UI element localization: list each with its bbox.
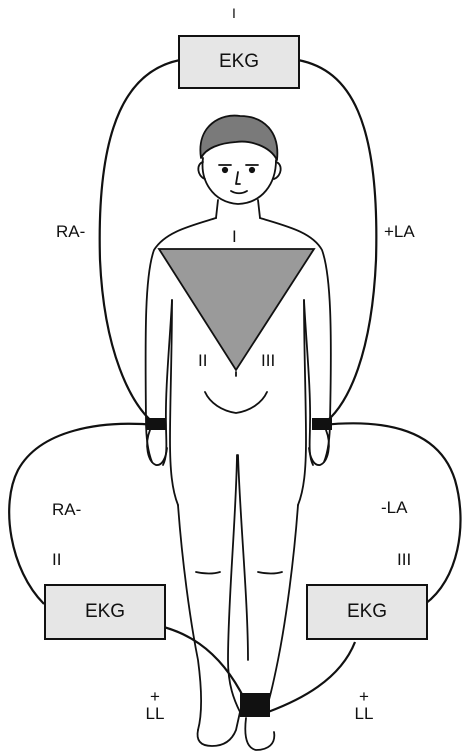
human-figure xyxy=(146,116,331,750)
ekg-box-top-label: EKG xyxy=(219,51,259,73)
ll-left-text: LL xyxy=(140,705,170,722)
ll-right-label: + LL xyxy=(349,688,379,722)
lead-III-number-label: III xyxy=(397,551,411,568)
top-lead-mark: I xyxy=(232,6,236,20)
triangle-label-II: II xyxy=(198,352,207,369)
ll-right-text: LL xyxy=(349,705,379,722)
electrode-left-arm xyxy=(312,418,332,430)
electrode-right-arm xyxy=(146,418,166,430)
lead-III-cable-to-ll xyxy=(268,642,355,712)
lead-I-cable-loop xyxy=(100,60,377,425)
lead-III-la-label: -LA xyxy=(381,499,407,516)
left-leg xyxy=(178,505,201,730)
einthoven-triangle xyxy=(159,249,314,370)
ll-left-plus: + xyxy=(140,688,170,705)
triangle-label-III: III xyxy=(261,352,275,369)
electrode-left-leg xyxy=(240,693,270,717)
head xyxy=(203,158,276,204)
lead-II-cable-loop xyxy=(9,424,156,604)
ekg-box-bottom-right: EKG xyxy=(306,584,428,640)
lead-II-ra-label: RA- xyxy=(52,501,81,518)
triangle-label-I: I xyxy=(232,228,237,245)
right-leg xyxy=(265,505,298,712)
ekg-box-bottom-left: EKG xyxy=(44,584,166,640)
hair xyxy=(200,116,277,160)
lead-II-number-label: II xyxy=(52,551,61,568)
ll-right-plus: + xyxy=(349,688,379,705)
ll-left-label: + LL xyxy=(140,688,170,722)
lead-I-right-label: +LA xyxy=(384,223,415,240)
ekg-box-top: EKG xyxy=(178,35,300,89)
lead-I-left-label: RA- xyxy=(56,223,85,240)
ekg-box-bottom-left-label: EKG xyxy=(85,601,125,623)
ekg-box-bottom-right-label: EKG xyxy=(347,601,387,623)
